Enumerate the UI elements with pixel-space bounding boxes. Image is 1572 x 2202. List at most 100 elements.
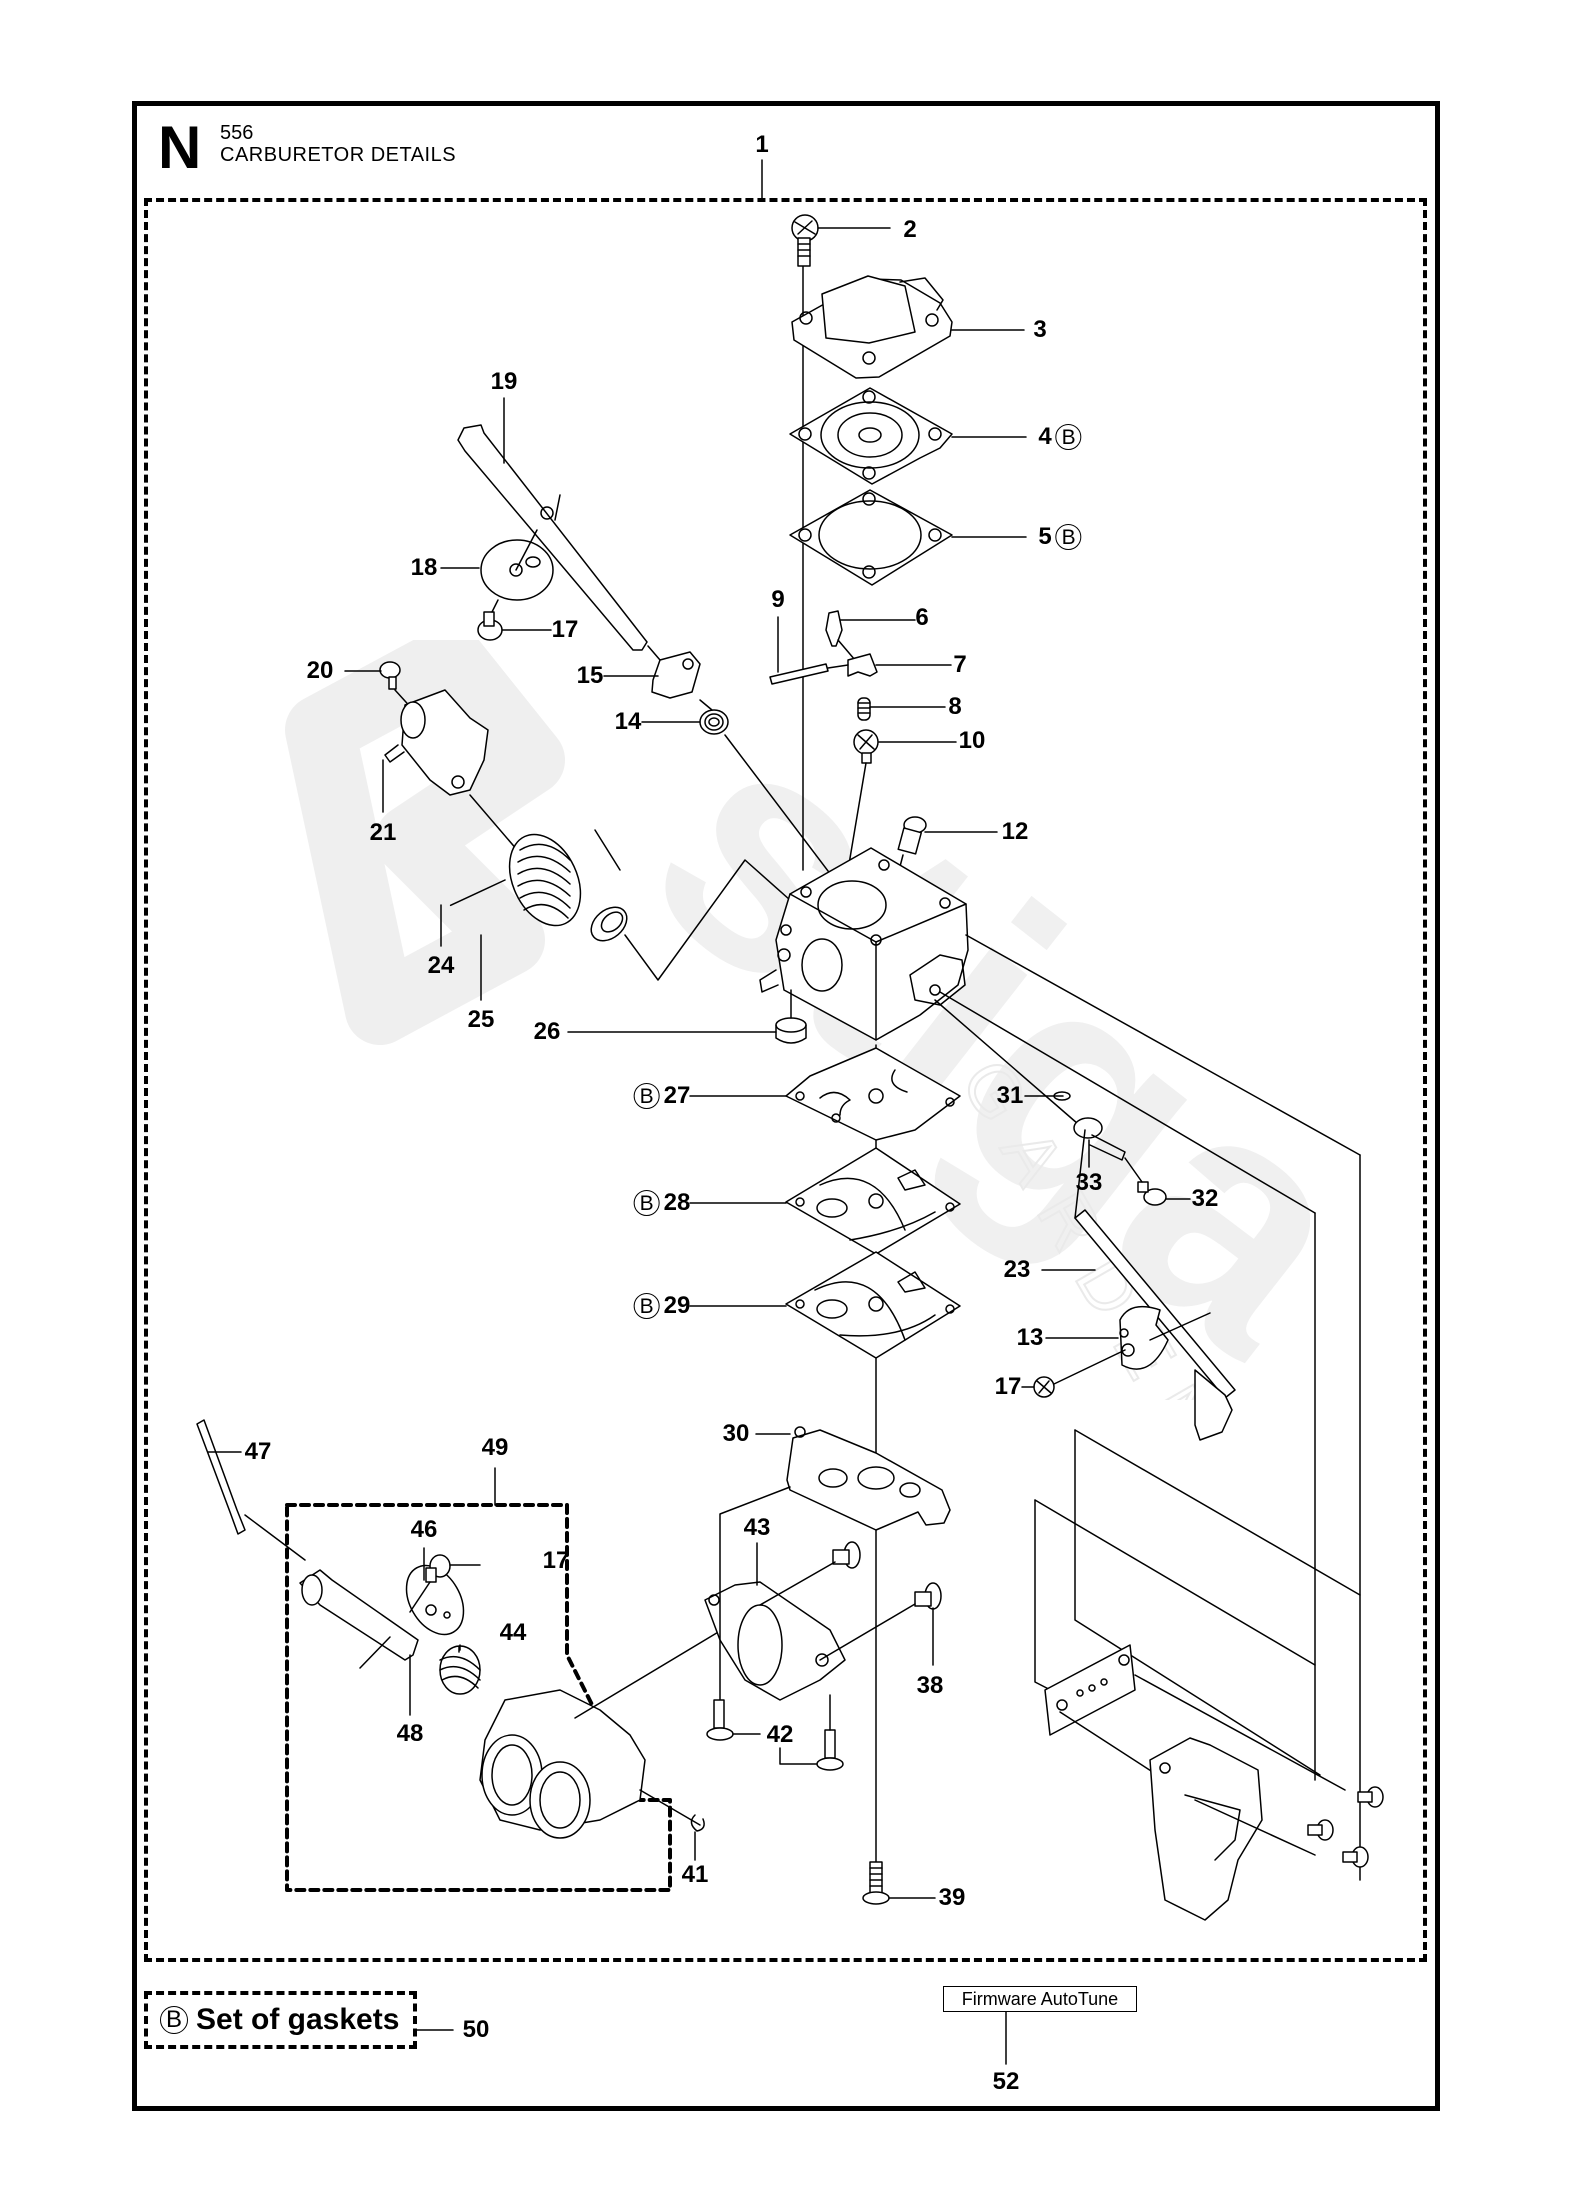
callout-number: 21 xyxy=(369,819,397,846)
callout-17[interactable]: 17 xyxy=(552,618,579,642)
callout-number: 39 xyxy=(938,1884,966,1911)
callout-25[interactable]: 25 xyxy=(468,1008,495,1032)
clip-41-icon xyxy=(639,1789,705,1832)
axis-line xyxy=(624,859,791,981)
callout-32[interactable]: 32 xyxy=(1192,1187,1219,1211)
callout-number: 14 xyxy=(614,708,642,735)
gasket-5-icon xyxy=(789,489,953,586)
outline-line xyxy=(1074,1429,1361,1596)
callout-17[interactable]: 17 xyxy=(543,1549,570,1573)
callout-31[interactable]: 31 xyxy=(997,1084,1024,1108)
spring-14-icon xyxy=(699,709,729,735)
callout-46[interactable]: 46 xyxy=(411,1518,438,1542)
callout-44[interactable]: 44 xyxy=(500,1621,527,1645)
callout-42[interactable]: 42 xyxy=(767,1723,794,1747)
gasket-set-marker-icon: B xyxy=(633,1083,660,1109)
screw-42-icon xyxy=(706,1694,844,1771)
callout-48[interactable]: 48 xyxy=(397,1722,424,1746)
callout-39[interactable]: 39 xyxy=(939,1886,966,1910)
callout-47[interactable]: 47 xyxy=(245,1440,272,1464)
callout-8[interactable]: 8 xyxy=(948,695,961,719)
gasket-28-icon xyxy=(785,1147,961,1255)
callout-41[interactable]: 41 xyxy=(682,1863,709,1887)
sub-assembly-boundary xyxy=(285,1503,672,1892)
callout-number: 13 xyxy=(1016,1324,1044,1351)
firmware-label: Firmware AutoTune xyxy=(961,1988,1119,2009)
callout-3[interactable]: 3 xyxy=(1033,318,1046,342)
callout-number: 38 xyxy=(916,1672,944,1699)
callout-23[interactable]: 23 xyxy=(1004,1258,1031,1282)
callout-13[interactable]: 13 xyxy=(1017,1326,1044,1350)
spring-8-icon xyxy=(857,697,871,721)
cover-3-icon xyxy=(791,275,953,379)
choke-shaft-23-icon xyxy=(1074,1209,1236,1441)
screw-17-icon xyxy=(1033,1349,1126,1398)
callout-6[interactable]: 6 xyxy=(915,606,928,630)
callout-number: 48 xyxy=(396,1720,424,1747)
gasket-set-marker-icon: B xyxy=(1055,424,1082,450)
gasket-set-marker-icon: B xyxy=(633,1293,660,1319)
page-frame xyxy=(132,101,1440,2111)
outline-line xyxy=(1034,1499,1316,1666)
screw-17-icon xyxy=(409,1554,451,1613)
screw-icon xyxy=(759,1541,861,1606)
callout-52[interactable]: 52 xyxy=(993,2070,1020,2094)
axis-line xyxy=(934,999,1086,1131)
callout-17[interactable]: 17 xyxy=(995,1375,1022,1399)
axis-line xyxy=(1059,1711,1166,1781)
callout-9[interactable]: 9 xyxy=(771,588,784,612)
axis-line xyxy=(719,1486,791,1701)
gasket-set-legend: B Set of gaskets xyxy=(144,1991,417,2049)
callout-14[interactable]: 14 xyxy=(615,710,642,734)
shaft-19-icon xyxy=(457,424,648,651)
carburetor-body-icon xyxy=(759,847,969,1041)
callout-21[interactable]: 21 xyxy=(370,821,397,845)
callout-number: 25 xyxy=(467,1006,495,1033)
callout-18[interactable]: 18 xyxy=(411,556,438,580)
callout-15[interactable]: 15 xyxy=(577,664,604,688)
callout-number: 33 xyxy=(1075,1169,1103,1196)
callout-20[interactable]: 20 xyxy=(307,659,334,683)
callout-number: 18 xyxy=(410,554,438,581)
callout-30[interactable]: 30 xyxy=(723,1422,750,1446)
screw-2-icon xyxy=(791,214,819,267)
callout-38[interactable]: 38 xyxy=(917,1674,944,1698)
assembly-boundary xyxy=(144,198,1427,1962)
callout-number: 29 xyxy=(663,1292,691,1319)
screw-39-icon xyxy=(862,1861,890,1905)
callout-43[interactable]: 43 xyxy=(744,1516,771,1540)
intake-adapter-43-icon xyxy=(704,1581,846,1701)
callout-number: 17 xyxy=(994,1373,1022,1400)
spring-44-icon xyxy=(439,1645,481,1695)
callout-number: 24 xyxy=(427,952,455,979)
callout-number: 7 xyxy=(953,651,967,678)
callout-24[interactable]: 24 xyxy=(428,954,455,978)
callout-49[interactable]: 49 xyxy=(482,1436,509,1460)
callout-26[interactable]: 26 xyxy=(534,1020,561,1044)
callout-19[interactable]: 19 xyxy=(491,370,518,394)
callout-7[interactable]: 7 xyxy=(953,653,966,677)
callout-number: 43 xyxy=(743,1514,771,1541)
callout-50[interactable]: 50 xyxy=(463,2018,490,2042)
firmware-autotune-box: Firmware AutoTune xyxy=(943,1986,1137,2012)
gasket-29-icon xyxy=(785,1251,961,1359)
needle-6-icon xyxy=(825,610,843,647)
callout-12[interactable]: 12 xyxy=(1002,820,1029,844)
outline-line xyxy=(1074,1429,1321,1776)
inlet-lever-7-icon xyxy=(827,653,878,677)
callout-1[interactable]: 1 xyxy=(755,133,768,157)
callout-number: 26 xyxy=(533,1018,561,1045)
callout-33[interactable]: 33 xyxy=(1076,1171,1103,1195)
callout-10[interactable]: 10 xyxy=(959,729,986,753)
screw-icon xyxy=(1342,1846,1369,1868)
plug-26-icon xyxy=(775,989,807,1044)
screw-icon xyxy=(1357,1786,1384,1808)
callout-number: 41 xyxy=(681,1861,709,1888)
callout-2[interactable]: 2 xyxy=(903,218,916,242)
